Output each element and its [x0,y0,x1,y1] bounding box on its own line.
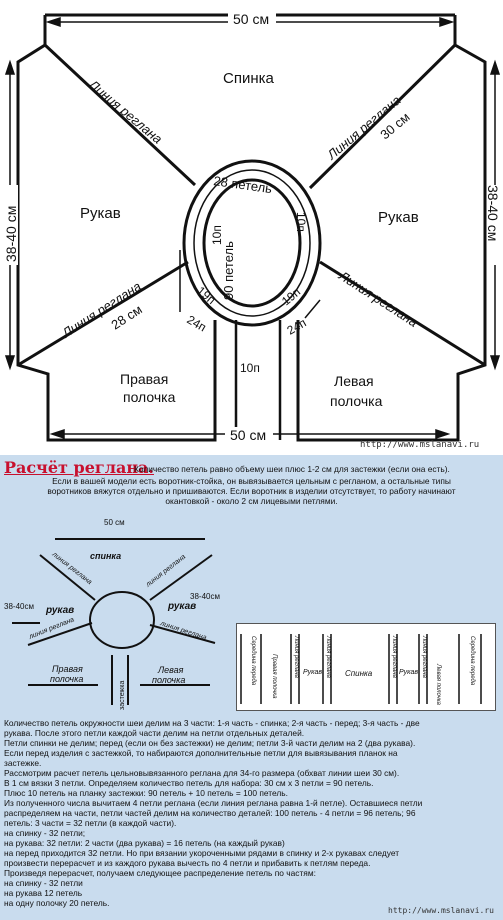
small-sleeve-left: рукав [45,605,74,616]
small-back-label: спинка [90,551,121,561]
small-height-right: 38-40см [190,592,220,601]
raglan-lr-label: Линия реглана [336,267,421,330]
small-left-front-1: Левая [157,665,184,675]
strip-label-2: Линия реглана [293,635,299,679]
right-front-label-2: полочка [123,389,176,405]
text-line: Количество петель окружности шеи делим н… [4,718,420,728]
stitches-10-left-label: 10п [210,225,224,245]
text-line: на перед приходится 32 петли. Но при вяз… [4,848,400,858]
stitches-90-label: 90 петель [221,241,236,300]
section-title: Расчёт реглана. [4,458,154,477]
left-sleeve-label: Рукав [80,205,121,222]
strip-label-1: Правая полочка [271,654,277,699]
strip-label-9: Левая полочка [435,663,441,706]
stitches-24-right-label: 24п [285,316,309,338]
text-line: Петли спинки не делим; перед (если он бе… [4,738,416,748]
strip-label-10: Середина переда [469,636,475,686]
small-height-label: 38-40см [4,602,34,611]
right-sleeve-label: Рукав [378,209,419,226]
pattern-strip: Середина переда Правая полочка Линия рег… [236,623,496,711]
strip-label-8: Линия реглана [421,635,427,679]
width-top-label: 50 см [233,11,269,27]
text-line: на спинку - 32 петли [4,878,83,888]
text-line: рукава. После этого петли каждой части д… [4,728,305,738]
raglan-diagram: 50 см 50 см Спинка Рукав Рукав 38-40 см … [3,11,502,443]
text-line: Плюс 10 петель на планку застежки: 90 пе… [4,788,288,798]
left-front-label-1: Левая [334,373,374,389]
back-label: Спинка [223,70,275,87]
left-front-label-2: полочка [330,393,383,409]
placket-10-label: 10п [240,361,260,375]
watermark-top: http://www.mslanavi.ru [360,440,480,450]
stitches-24-left-label: 24п [185,312,209,334]
strip-label-7: Рукав [399,669,418,676]
text-line: В 1 см вязки 3 петли. Определяем количес… [4,778,374,788]
small-left-front-2: полочка [152,675,185,685]
pattern-strip-grid: Середина переда Правая полочка Линия рег… [240,634,482,706]
text-line: Рассмотрим расчет петель цельновывязанно… [4,768,400,778]
text-line: на спинку - 32 петли; [4,828,86,838]
strip-label-0: Середина переда [250,636,256,686]
text-line: на рукава 12 петель [4,888,83,898]
text-line: Если перед изделия с застежкой, то набир… [4,748,398,758]
small-width-label: 50 см [104,518,125,527]
text-line: произвести перерасчет и из каждого рукав… [4,858,371,868]
stitches-10-right-label: 10п [294,212,308,232]
strip-label-4: Линия реглана [325,635,331,679]
intro-text: Количество петель равно объему шеи плюс … [134,464,450,474]
height-right-label: 38-40 см [485,185,501,241]
text-line: застежке. [4,758,42,768]
para1-line2: воротников вяжутся отдельно и пришиваютс… [47,486,456,496]
raglan-ul-label: Линия реглана [85,76,165,146]
small-raglan-2: линия реглана [144,553,187,589]
text-line: на одну полочку 20 петель. [4,898,110,908]
small-sleeve-right: рукав [167,601,196,612]
width-bottom-label: 50 см [230,427,266,443]
small-right-front-2: полочка [50,674,83,684]
para1-line3: окантовкой - около 2 см лицевыми петлями… [165,496,338,506]
text-line: распределяем на части, петли частей дели… [4,808,416,818]
text-line: Произведя перерасчет, получаем следующее… [4,868,316,878]
strip-label-3: Рукав [303,669,322,676]
stitches-19-left-label: 19п [194,284,218,307]
small-right-front-1: Правая [52,664,83,674]
para1-line1: Если в вашей модели есть воротник-стойка… [52,476,451,486]
watermark-bottom: http://www.mslanavi.ru [388,906,494,915]
text-line: петель: 3 части = 32 петли (в каждой час… [4,818,177,828]
strip-label-5: Спинка [345,669,373,678]
text-line: на рукава: 32 петли: 2 части (два рукава… [4,838,285,848]
strip-label-6: Линия реглана [391,635,397,679]
calculation-panel: Расчёт реглана. Количество петель равно … [0,455,503,920]
small-raglan-4: линия реглана [158,620,207,642]
small-placket-label: застежка [119,681,126,710]
text-line: Из полученного числа вычитаем 4 петли ре… [4,798,423,808]
height-left-label: 38-40 см [3,206,19,262]
small-raglan-sketch: 50 см спинка 38-40см рукав рукав 38-40см… [4,518,220,710]
right-front-label-1: Правая [120,371,168,387]
